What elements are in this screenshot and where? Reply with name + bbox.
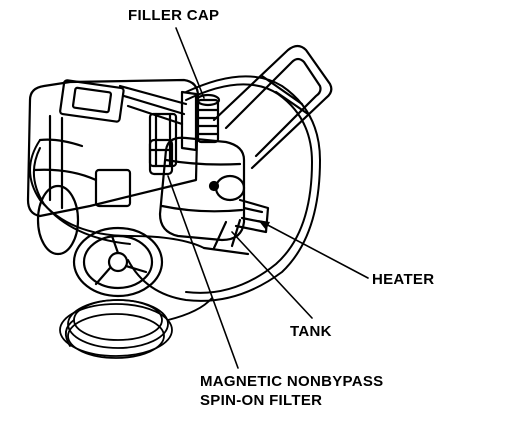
wheel	[36, 184, 164, 298]
cart-handle	[212, 44, 333, 170]
tank	[158, 136, 250, 256]
filter-leader	[167, 175, 239, 369]
filter-label-line1: MAGNETIC NONBYPASS	[200, 373, 384, 390]
heater-label: HEATER	[372, 271, 435, 288]
heater-leader	[261, 221, 369, 279]
heater	[234, 198, 270, 234]
filter-label: MAGNETIC NONBYPASS SPIN-ON FILTER	[200, 372, 383, 410]
hose	[29, 75, 321, 302]
filler-cap-leader	[175, 27, 205, 99]
leader-lines	[167, 27, 369, 369]
coiled-cord	[59, 297, 213, 359]
tank-leader	[231, 231, 313, 319]
spin-on-filter	[148, 138, 174, 176]
tank-label: TANK	[290, 323, 332, 340]
heater-leader-arrow	[258, 220, 270, 230]
filler-cap	[195, 93, 221, 144]
filler-cap-label: FILLER CAP	[128, 7, 220, 24]
filter-label-line2: SPIN-ON FILTER	[200, 392, 323, 409]
